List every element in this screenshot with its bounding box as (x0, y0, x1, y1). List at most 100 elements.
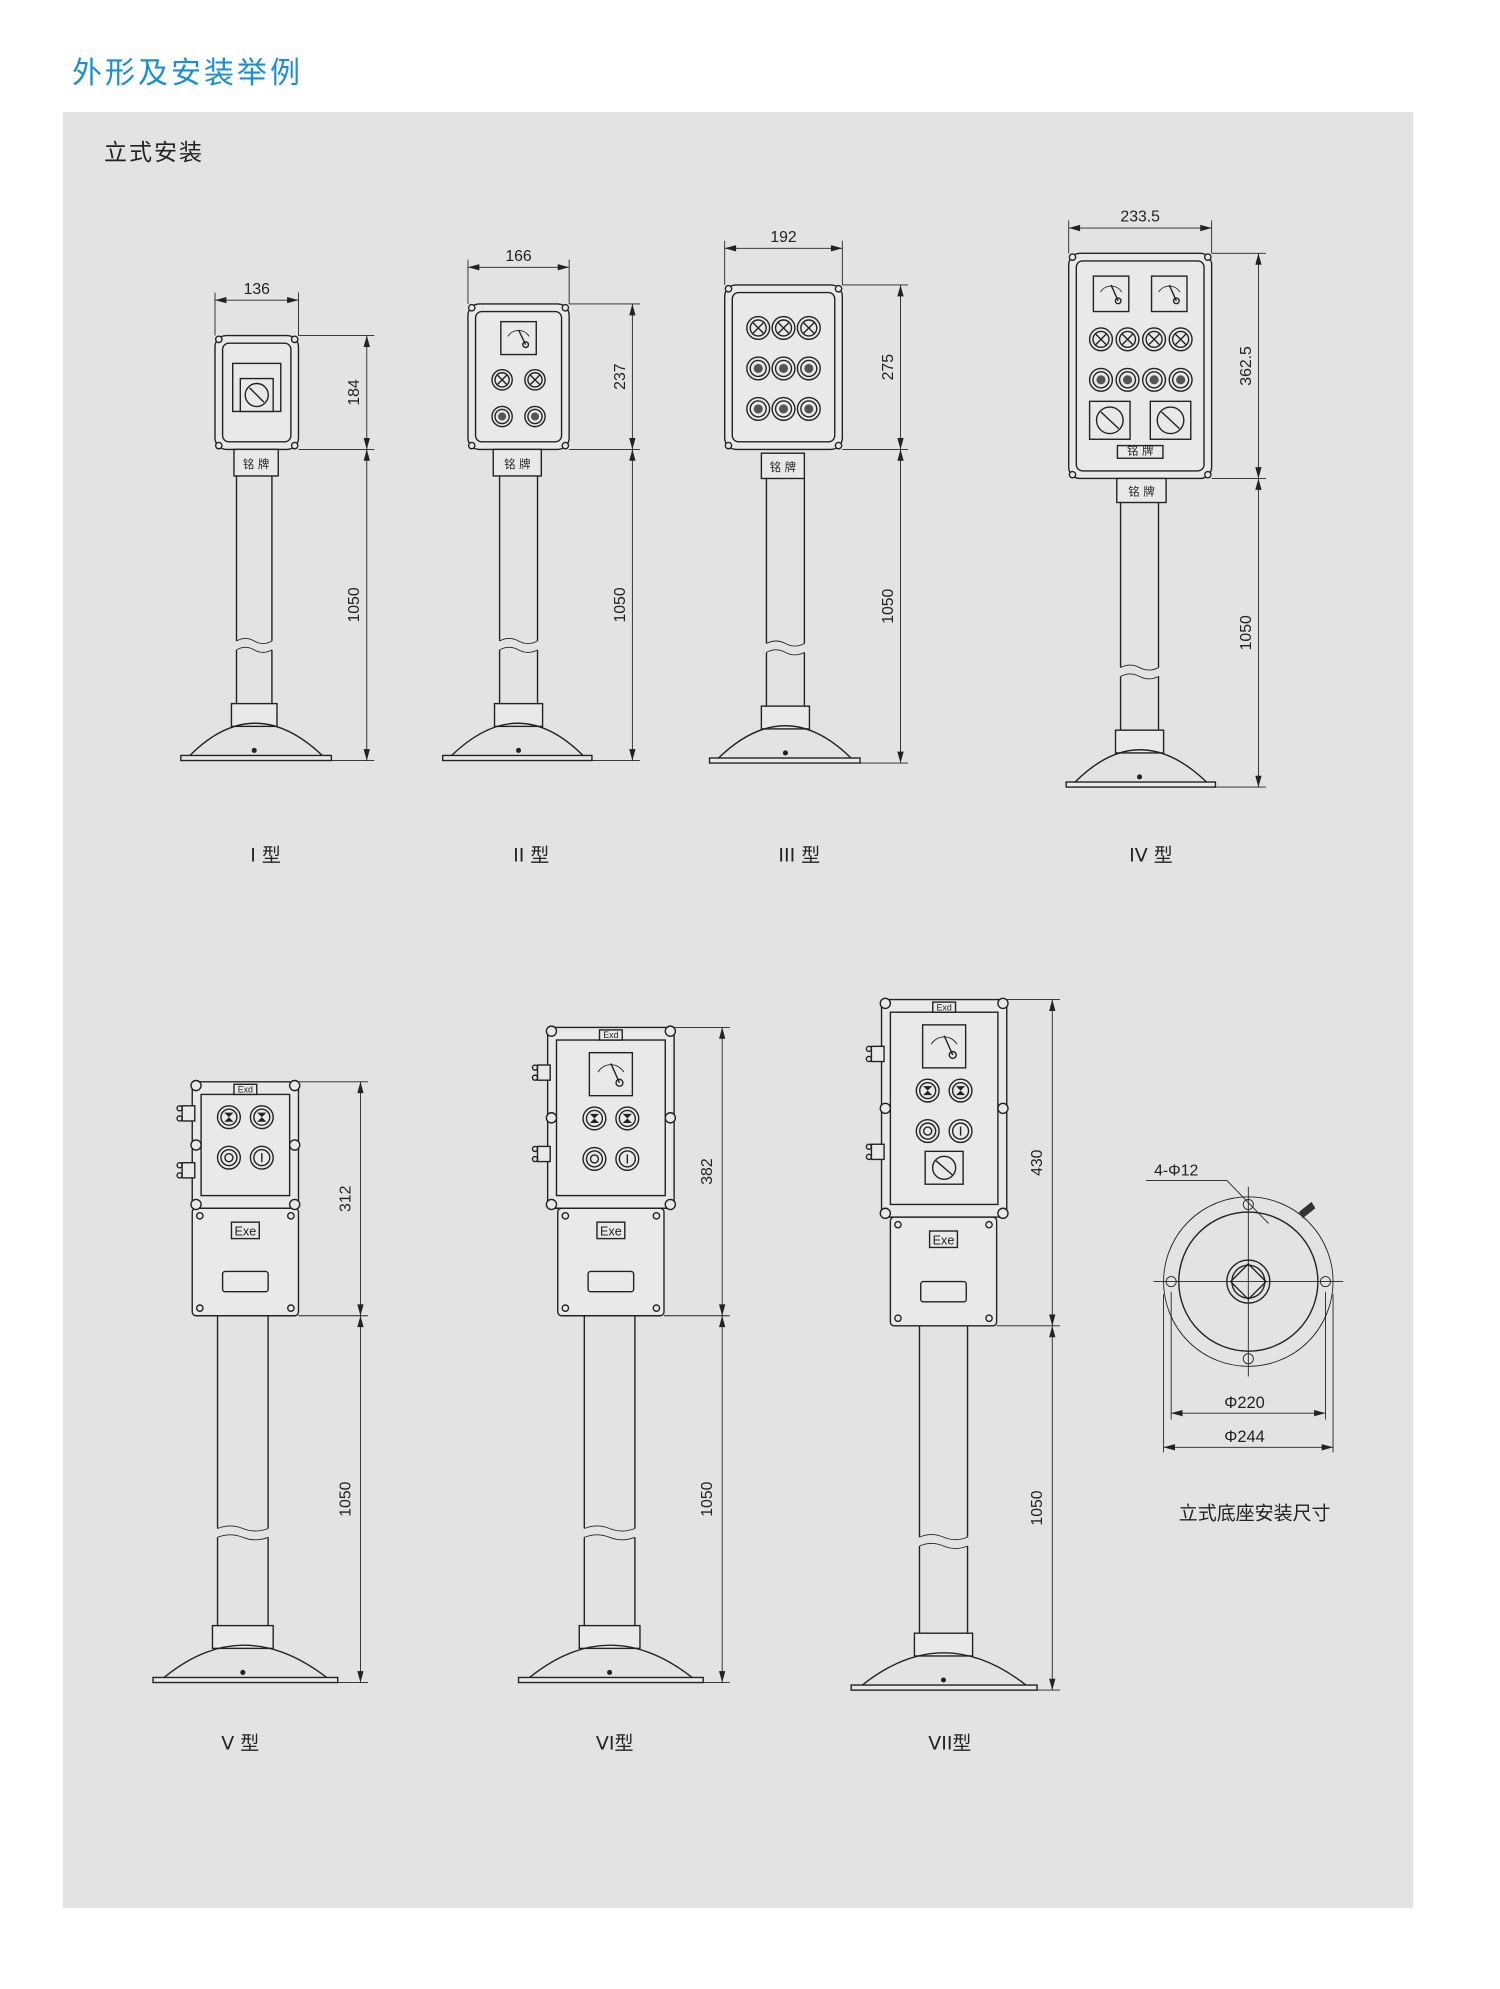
base-bolt (1137, 774, 1143, 780)
bolt-icon (545, 1025, 558, 1037)
exd-marking (233, 1083, 258, 1096)
bolt-icon (985, 1220, 993, 1229)
button-ring (1118, 330, 1137, 349)
bolt-icon (1068, 470, 1077, 479)
arrow-icon (1321, 1444, 1334, 1451)
switch-handle (1161, 411, 1180, 430)
cable-gland (870, 1045, 885, 1063)
button-ring (749, 400, 767, 418)
base-bolt (516, 747, 522, 753)
extension-line (467, 259, 570, 304)
exd-enclosure (191, 1081, 300, 1209)
button-ring (919, 1122, 937, 1140)
lamp-icon (1121, 333, 1134, 345)
pole-break (584, 1525, 636, 1532)
button-center (498, 412, 507, 421)
button-ring (1092, 371, 1110, 389)
pole-clamp (1114, 729, 1165, 754)
arrow-icon (719, 1027, 726, 1039)
ammeter-icon (500, 320, 537, 356)
base-plate (180, 754, 333, 762)
bolt-icon (561, 441, 570, 450)
button-ring (1171, 371, 1190, 389)
bolt-icon (214, 335, 223, 344)
figure-label: VI型 (596, 1733, 634, 1755)
base-bolt (607, 1669, 613, 1675)
lamp-icon (529, 374, 541, 385)
bolt-icon (894, 1220, 902, 1229)
bolt-icon (290, 335, 299, 344)
ammeter-icon (1150, 275, 1188, 313)
width-dimension: 233.5 (1120, 209, 1160, 226)
nameplate-label: 铭 牌 (1127, 443, 1153, 457)
extension-line (996, 999, 1060, 1691)
meter-pivot (1114, 297, 1122, 305)
arrow-icon (1255, 775, 1262, 788)
base-plate (517, 1676, 704, 1684)
arrow-icon (1171, 1409, 1183, 1417)
button-ring (1118, 371, 1137, 389)
arrow-icon (897, 751, 904, 764)
cable-window (587, 1270, 635, 1293)
base-plate (152, 1676, 339, 1684)
pole-height-dimension: 1050 (337, 1481, 354, 1516)
enclosure-cover (221, 342, 292, 443)
pole-height-dimension: 1050 (880, 588, 897, 623)
gland-nut (865, 1055, 873, 1063)
page-title: 外形及安装举例 (72, 56, 303, 91)
cable-gland (870, 1143, 885, 1161)
bolt-icon (561, 1211, 570, 1220)
grounding-screw-icon (1298, 1201, 1316, 1219)
bolt-icon (664, 1112, 677, 1124)
pole (918, 1545, 969, 1634)
arrow-icon (1314, 1409, 1326, 1417)
arrow-icon (1049, 1325, 1056, 1338)
arrow-icon (629, 303, 636, 316)
button-center (530, 412, 540, 421)
button-center (753, 404, 763, 414)
pole-clamp (578, 1624, 641, 1650)
lamp-icon (752, 322, 764, 334)
bolt-icon (288, 1198, 301, 1211)
arrow-icon (719, 1304, 726, 1316)
bolt-icon (879, 1102, 892, 1115)
mounting-hole (1242, 1198, 1254, 1210)
button-ring (774, 400, 793, 418)
box-height-dimension: 184 (346, 379, 363, 406)
button-ring (618, 1150, 636, 1168)
exd-label: Exd (937, 1002, 952, 1012)
pole-break (217, 1525, 269, 1532)
gland-nut (176, 1162, 183, 1169)
bolt-icon (1203, 470, 1212, 479)
arrow-icon (363, 438, 370, 450)
arrow-icon (357, 1081, 364, 1094)
nameplate-label: 铭 牌 (770, 460, 796, 474)
button-center (1122, 375, 1133, 385)
button-ring (585, 1109, 604, 1128)
pole (583, 1315, 636, 1529)
arrow-icon (629, 449, 636, 461)
button-ring (494, 372, 510, 388)
bolt-icon (190, 1079, 202, 1092)
enclosure-cover (731, 291, 836, 443)
pole-clamp (760, 705, 811, 730)
outer-diameter-label: Φ244 (1224, 1428, 1265, 1446)
bolt-icon (834, 284, 843, 293)
arrow-icon (357, 1315, 364, 1328)
button-ring (919, 1081, 937, 1100)
button-ring (220, 1108, 238, 1126)
lamp-icon (803, 322, 815, 334)
pole-break (217, 1534, 269, 1541)
pole-break (236, 646, 273, 653)
pole-break (1120, 673, 1159, 680)
bolt-icon (287, 1304, 295, 1313)
meter-pivot (522, 341, 530, 349)
lamp-icon (1175, 333, 1187, 345)
ammeter-icon (1092, 275, 1130, 313)
gland-nut (531, 1064, 539, 1071)
bolt-icon (894, 1314, 902, 1323)
